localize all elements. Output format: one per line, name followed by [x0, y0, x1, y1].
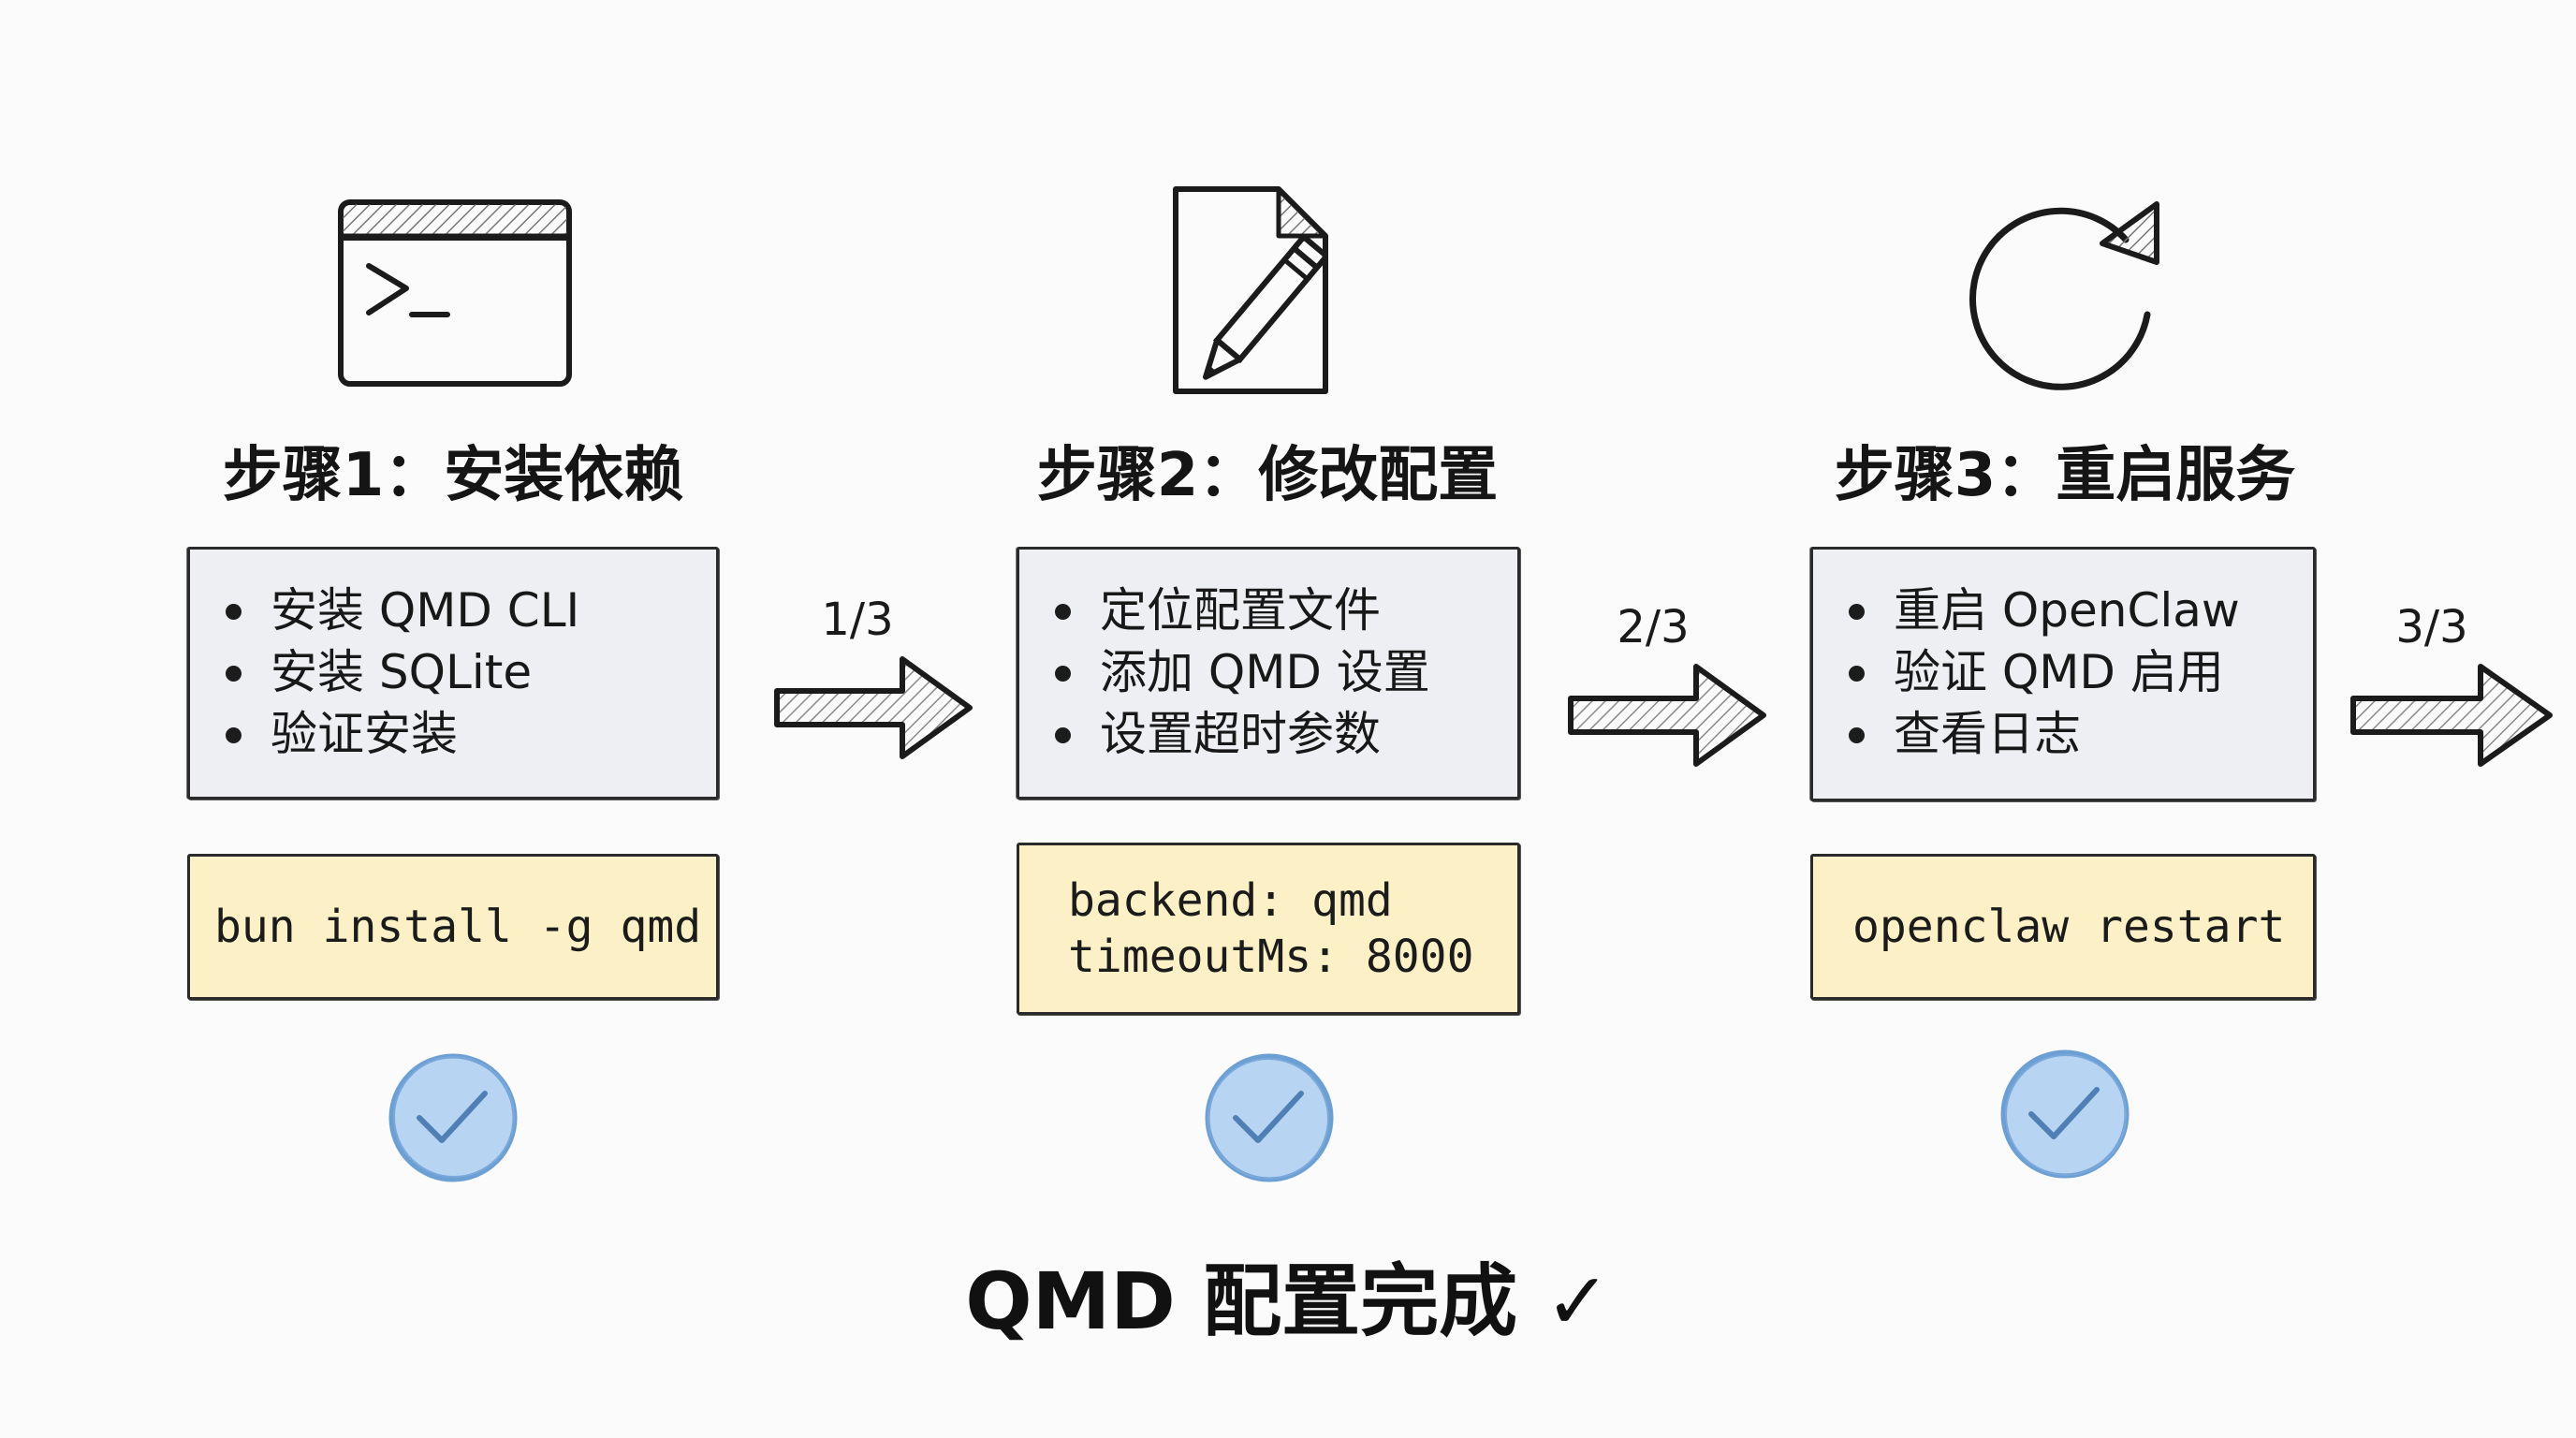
- step-1-task-box: 安装 QMD CLI 安装 SQLite 验证安装: [187, 547, 719, 800]
- code-line: timeoutMs: 8000: [1068, 931, 1474, 983]
- code-line: openclaw restart: [1852, 901, 2286, 953]
- bullet: [226, 666, 242, 682]
- bullet: [1055, 604, 1071, 620]
- step-3-task-list: 重启 OpenClaw 验证 QMD 启用 查看日志: [1813, 580, 2313, 765]
- step-2-task-box: 定位配置文件 添加 QMD 设置 设置超时参数: [1017, 547, 1520, 800]
- bullet: [1055, 727, 1071, 743]
- list-item: 添加 QMD 设置: [1019, 641, 1517, 703]
- list-item: 重启 OpenClaw: [1813, 580, 2313, 641]
- step-1-task-list: 安装 QMD CLI 安装 SQLite 验证安装: [190, 580, 716, 765]
- arrow-3-label: 3/3: [2395, 601, 2468, 653]
- step-2-title: 步骤2：修改配置: [1036, 441, 1499, 510]
- step-1-title: 步骤1：安装依赖: [222, 441, 684, 510]
- step-3-title: 步骤3：重启服务: [1834, 441, 2296, 510]
- arrow-right-icon: [2348, 661, 2557, 770]
- code-line: bun install -g qmd: [214, 901, 702, 953]
- list-item: 安装 SQLite: [190, 641, 716, 703]
- step-3-complete-check-icon: [1998, 1047, 2132, 1181]
- arrow-2-label: 2/3: [1617, 601, 1690, 653]
- code-line: backend: qmd: [1068, 874, 1393, 927]
- step-2-complete-check-icon: [1202, 1050, 1337, 1185]
- edit-file-icon: [1166, 183, 1372, 399]
- list-item: 验证 QMD 启用: [1813, 641, 2313, 703]
- list-item: 安装 QMD CLI: [190, 580, 716, 641]
- step-1-code-box: bun install -g qmd: [187, 854, 719, 1000]
- list-item: 定位配置文件: [1019, 580, 1517, 641]
- step-3-code-box: openclaw restart: [1810, 854, 2316, 1000]
- restart-icon: [1962, 191, 2172, 397]
- bullet: [1849, 666, 1865, 682]
- arrow-right-icon: [1565, 661, 1771, 770]
- list-item: 查看日志: [1813, 703, 2313, 765]
- completion-message: QMD 配置完成 ✓: [965, 1255, 1611, 1347]
- arrow-1-label: 1/3: [821, 594, 894, 646]
- bullet: [1849, 604, 1865, 620]
- bullet: [1849, 727, 1865, 743]
- step-2-code-box: backend: qmd timeoutMs: 8000: [1017, 843, 1520, 1015]
- bullet: [226, 604, 242, 620]
- list-item: 验证安装: [190, 703, 716, 765]
- bullet: [226, 727, 242, 743]
- list-item: 设置超时参数: [1019, 703, 1517, 765]
- step-3-task-box: 重启 OpenClaw 验证 QMD 启用 查看日志: [1810, 547, 2316, 801]
- arrow-right-icon: [771, 653, 977, 762]
- step-2-task-list: 定位配置文件 添加 QMD 设置 设置超时参数: [1019, 580, 1517, 765]
- terminal-icon: [337, 197, 577, 393]
- bullet: [1055, 666, 1071, 682]
- step-1-complete-check-icon: [386, 1050, 520, 1185]
